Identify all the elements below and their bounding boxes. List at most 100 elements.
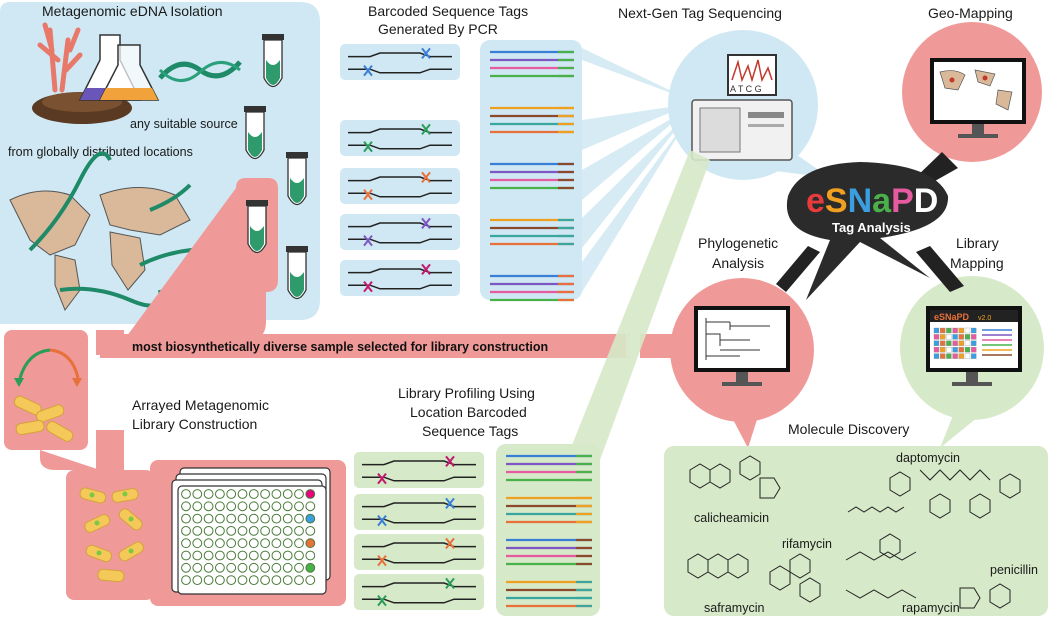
mini-grid-cell (940, 334, 946, 340)
profiling-beam (570, 150, 710, 460)
plate-well (305, 538, 316, 549)
primer-mark (377, 472, 387, 485)
plate-well (215, 501, 225, 512)
plate-well (248, 562, 259, 573)
plate-well (271, 501, 282, 512)
mini-grid-cell (952, 353, 958, 359)
geo-monitor-icon (930, 58, 1026, 138)
pcr-primer-group (340, 44, 460, 296)
pcr-block (340, 120, 460, 156)
mini-grid-cell (964, 340, 971, 346)
dna-strand (348, 268, 452, 274)
mini-grid-cell (971, 327, 977, 334)
mini-grid-cell (952, 347, 958, 353)
pcr-block (340, 260, 460, 296)
plate-well (282, 526, 293, 536)
plate-well (192, 489, 203, 499)
mini-grid-cell (952, 334, 958, 340)
mini-grid-cell (958, 347, 964, 353)
pcr-block (340, 44, 460, 80)
plate-well (282, 489, 293, 499)
mini-grid-cell (933, 353, 940, 359)
plate-well (215, 538, 225, 549)
molecule-rapamycin: rapamycin (902, 601, 960, 615)
plate-well (181, 513, 191, 524)
primer-mark (445, 455, 455, 467)
plate-well (237, 562, 248, 573)
plate-well (248, 489, 259, 499)
plate-well (294, 501, 304, 512)
cloning-connector (96, 430, 124, 470)
phylo-circle-tail (728, 410, 760, 448)
sequence-tags-panel (480, 40, 582, 300)
sample-tube-1 (262, 34, 284, 88)
mini-grid-cell (958, 327, 964, 334)
plate-well (181, 489, 191, 499)
sequence-tags-panel-bottom (496, 444, 600, 616)
plate-well (215, 550, 225, 561)
plate-well (181, 538, 191, 549)
microplate-wells (181, 489, 316, 585)
plate-well (282, 513, 293, 524)
molecule-penicillin: penicillin (990, 563, 1038, 577)
primer-mark (421, 123, 431, 135)
bacteria-icon (13, 395, 74, 442)
plate-well (215, 526, 225, 536)
plate-well (248, 501, 259, 512)
phylo-monitor-icon (694, 306, 790, 386)
plate-well (248, 550, 259, 561)
plate-well (203, 575, 214, 585)
plate-well (237, 538, 248, 549)
mini-grid-cell (933, 334, 940, 340)
pcr-block (354, 534, 484, 570)
mini-grid-cell (964, 347, 971, 353)
pcr-block (340, 168, 460, 204)
chromatogram-bases: A T C G (730, 84, 762, 94)
libmap-title-2: Mapping (950, 255, 1004, 271)
cloning-flow-path (40, 450, 100, 470)
plate-well (215, 513, 225, 524)
molecule-daptomycin: daptomycin (896, 451, 960, 465)
libmap-monitor-icon: eSNaPD v2.0 (926, 306, 1022, 386)
mini-grid-cell (946, 340, 952, 346)
pcr-block (354, 574, 484, 610)
sequence-tags-bottom (506, 454, 592, 608)
primer-mark (363, 64, 373, 77)
flask-icon (78, 34, 160, 101)
plate-well (203, 489, 214, 499)
plate-well (192, 575, 203, 585)
mini-grid-cell (958, 340, 964, 346)
plate-well (260, 526, 271, 536)
dna-strand (362, 460, 476, 466)
plate-well (294, 526, 304, 536)
arrayed-title-2: Library Construction (132, 416, 257, 432)
dna-strand (362, 542, 476, 548)
mini-grid-cell (940, 353, 946, 359)
primer-mark (363, 188, 373, 201)
plate-well (271, 526, 282, 536)
plate-well (181, 501, 191, 512)
plate-well (192, 562, 203, 573)
sample-tube-4 (246, 200, 268, 254)
mini-grid-cell (933, 340, 940, 346)
plate-well (260, 550, 271, 561)
plate-well (237, 513, 248, 524)
primer-mark (363, 140, 373, 153)
plate-well (271, 550, 282, 561)
any-source-label: any suitable source (130, 117, 238, 131)
molecule-calicheamicin: calicheamicin (694, 511, 769, 525)
primer-mark (421, 263, 431, 275)
pcr-block (340, 214, 460, 250)
primer-mark (377, 554, 387, 567)
plate-well (237, 575, 248, 585)
mini-grid-cell (946, 353, 952, 359)
plate-well (226, 562, 237, 573)
dna-strand (348, 176, 452, 182)
mini-grid-cell (946, 347, 952, 353)
mini-grid-cell (971, 353, 977, 359)
pcr-primer-group-bottom (354, 452, 484, 610)
primer-mark (363, 234, 373, 247)
molecule-rifamycin: rifamycin (782, 537, 832, 551)
mini-grid-cell (940, 340, 946, 346)
mini-grid-cell (952, 327, 958, 334)
